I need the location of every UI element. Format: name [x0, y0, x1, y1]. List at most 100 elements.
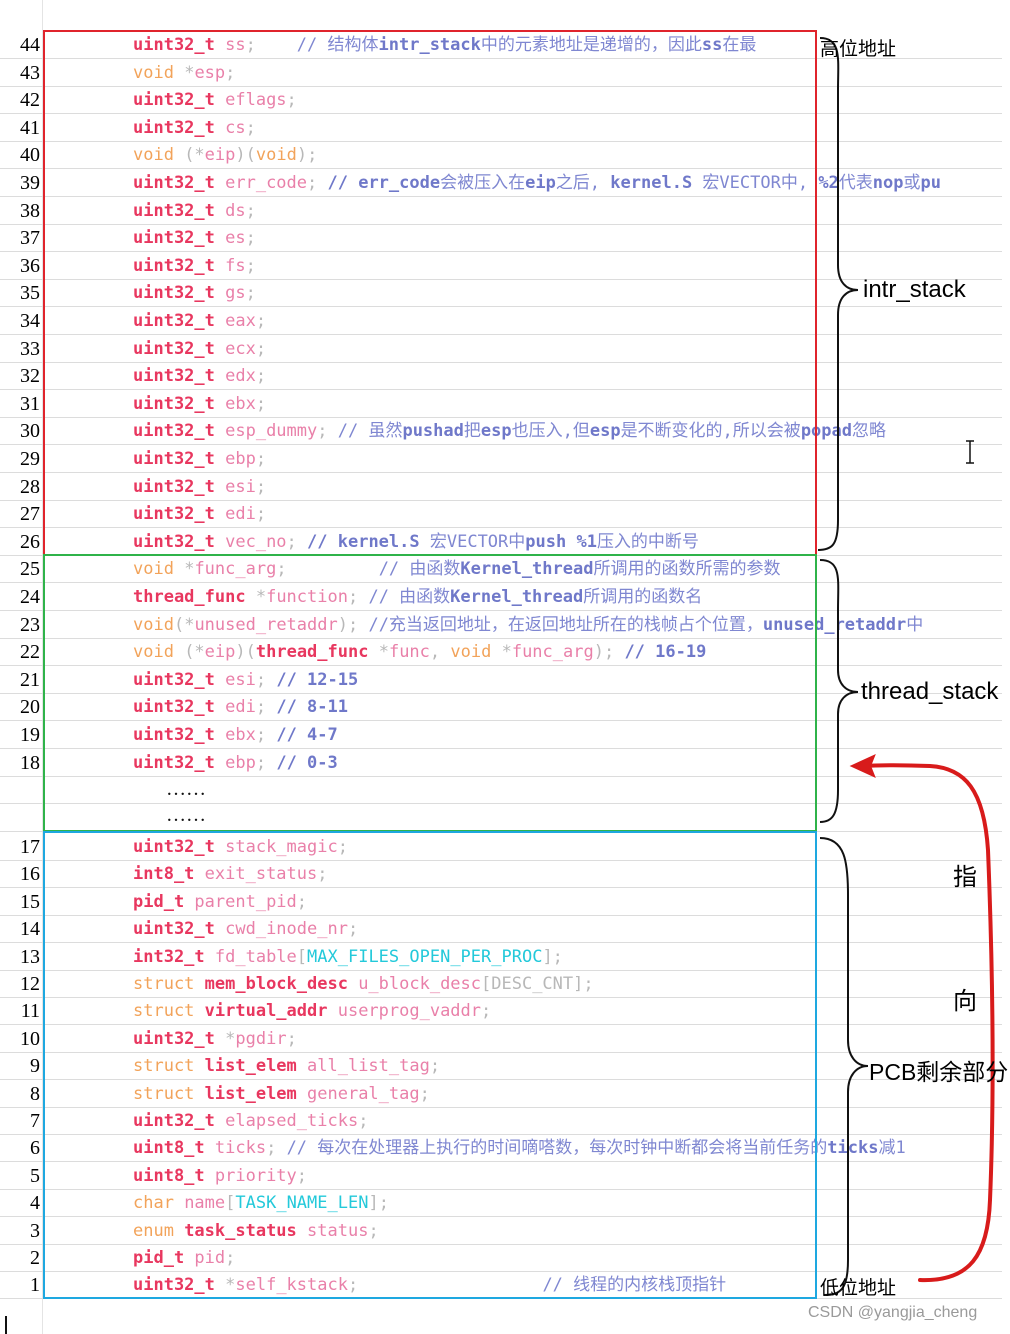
- code-token: 是不断变化的,所以会被: [620, 421, 801, 442]
- line-number: 44: [20, 34, 40, 56]
- code-line: uint32_t cwd_inode_nr;: [133, 916, 358, 943]
- line-number: 36: [20, 254, 40, 277]
- line-number: 16: [20, 863, 40, 886]
- code-token: ;: [276, 559, 379, 580]
- line-number: 12: [20, 973, 40, 995]
- low-address-label: 低位地址: [820, 1278, 897, 1299]
- code-token: // 8-11: [276, 697, 348, 718]
- code-token: %2: [818, 173, 839, 193]
- code-token: 或: [903, 173, 921, 193]
- code-line: struct virtual_addr userprog_vaddr;: [133, 998, 491, 1025]
- code-token: 所调用的函数名: [583, 587, 703, 607]
- code-token: void: [133, 559, 185, 580]
- line-number: 40: [20, 144, 40, 167]
- code-token: u_block_desc: [358, 974, 482, 994]
- code-token: (*: [184, 642, 205, 663]
- code-token: 在最: [722, 35, 757, 55]
- code-token: ;: [255, 752, 277, 773]
- line-number: 3: [30, 1219, 40, 1242]
- code-token: ticks: [827, 1138, 879, 1159]
- code-token: ;: [255, 449, 267, 469]
- row-number-gutter-divider: [42, 0, 43, 1334]
- arrow-label-xiang: 向: [953, 988, 977, 1015]
- code-token: eip: [204, 642, 236, 663]
- code-token: push %1: [525, 531, 597, 552]
- line-number: 30: [20, 420, 40, 443]
- line-number: 1: [30, 1274, 40, 1297]
- code-token: esi: [225, 476, 256, 497]
- code-token: 压入的中断号: [596, 531, 699, 552]
- code-token: edi: [225, 697, 256, 718]
- code-token: thread_func: [133, 587, 256, 607]
- code-token: void: [133, 145, 185, 166]
- code-token: name: [184, 1193, 226, 1214]
- code-token: ebx: [225, 393, 256, 414]
- code-token: ;: [286, 1028, 297, 1049]
- thread-stack-label: thread_stack: [861, 678, 999, 705]
- line-number: 35: [20, 282, 40, 305]
- code-line: uint32_t cs;: [133, 115, 256, 142]
- code-token: int32_t: [133, 946, 215, 967]
- code-token: ds: [225, 200, 246, 221]
- code-token: // 由函数: [368, 587, 451, 607]
- code-token: // 由函数: [378, 559, 461, 580]
- code-token: pid_t: [133, 891, 195, 912]
- code-token: general_tag: [307, 1083, 420, 1104]
- code-token: ];: [368, 1193, 389, 1214]
- line-number: 2: [30, 1247, 40, 1269]
- code-token: 忽略: [852, 421, 886, 442]
- code-line: uint32_t ss; // 结构体intr_stack中的元素地址是递增的，…: [133, 32, 756, 59]
- code-token: function: [266, 587, 348, 607]
- line-number: 11: [20, 1000, 40, 1023]
- code-token: ];: [542, 946, 563, 967]
- line-number: 14: [20, 918, 40, 941]
- code-token: struct: [133, 1001, 205, 1022]
- code-token: eax: [225, 311, 256, 331]
- code-token: // 0-3: [276, 752, 338, 773]
- code-token: 代表: [838, 173, 873, 193]
- code-line: void *func_arg; // 由函数Kernel_thread所调用的函…: [133, 556, 780, 583]
- code-token: fd_table: [214, 946, 297, 967]
- code-token: ;: [266, 1138, 287, 1159]
- code-token: ;: [347, 919, 359, 940]
- code-line: uint32_t es;: [133, 225, 256, 252]
- code-token: pid_t: [133, 1248, 195, 1268]
- code-token: uint32_t: [133, 200, 226, 221]
- line-number: 32: [20, 365, 40, 388]
- thread-stack-brace: [819, 559, 859, 823]
- intr-stack-brace: [817, 37, 859, 551]
- code-token: ;: [245, 228, 256, 249]
- code-token: // err_code: [327, 173, 441, 193]
- code-token: esp: [194, 62, 226, 83]
- line-number: 9: [30, 1055, 40, 1078]
- code-token: uint32_t: [133, 669, 226, 690]
- intr-stack-box: [43, 30, 817, 554]
- code-token: ;: [296, 1165, 308, 1186]
- code-token: uint32_t: [133, 35, 226, 55]
- line-number: 22: [20, 641, 40, 664]
- code-token: uint32_t: [133, 1028, 226, 1049]
- line-number: 23: [20, 613, 40, 636]
- code-token: 也压入,但: [511, 421, 590, 442]
- code-token: elapsed_ticks: [225, 1111, 359, 1131]
- code-token: 宏VECTOR中: [429, 531, 526, 552]
- line-number: 24: [20, 586, 40, 608]
- code-token: uint32_t: [133, 752, 226, 773]
- code-line: uint8_t priority;: [133, 1163, 307, 1190]
- code-token: 之后,: [555, 173, 611, 193]
- code-token: // 结构体: [296, 35, 379, 55]
- code-token: ;: [255, 697, 277, 718]
- code-token: list_elem: [204, 1083, 308, 1104]
- code-token: 把: [463, 421, 481, 442]
- code-token: popad: [800, 421, 852, 442]
- code-line: uint32_t ebx; // 4-7: [133, 722, 338, 749]
- code-token: ;: [255, 393, 267, 414]
